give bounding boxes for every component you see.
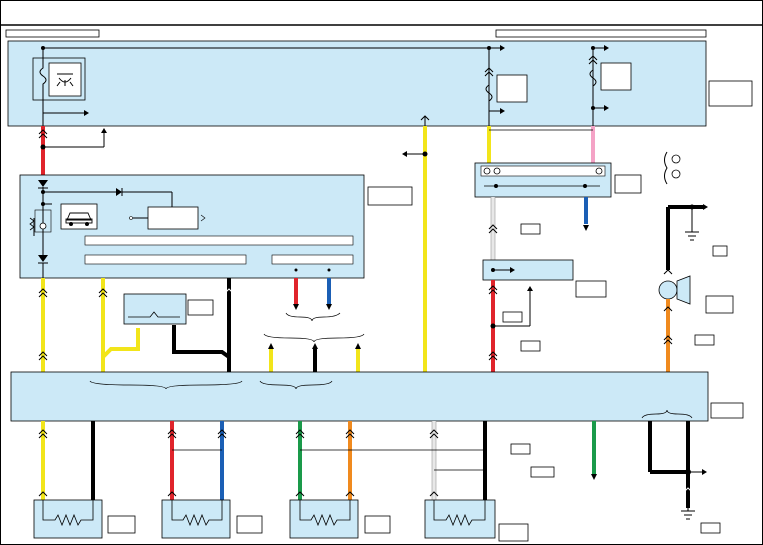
relay-label-box — [614, 174, 642, 194]
resistor-icon — [29, 217, 35, 231]
connector-icon — [664, 151, 681, 185]
resistor-icon — [433, 500, 486, 527]
left-caption-box — [5, 29, 100, 38]
ground-icon — [685, 231, 699, 241]
motor-icon — [658, 275, 691, 305]
sensor-4 — [424, 499, 529, 542]
fuse-2-box — [496, 74, 528, 103]
mid-sensor-panel — [123, 293, 187, 325]
lamp-icon-box — [48, 62, 82, 97]
resistor-icon — [299, 500, 351, 527]
right-caption-box — [495, 29, 707, 38]
sensor-2 — [161, 499, 263, 539]
lamp-icon — [56, 73, 74, 87]
motor-label-box — [705, 295, 734, 314]
car-icon-box — [60, 203, 98, 230]
resistor-icon — [171, 500, 223, 527]
switch-label-box — [575, 280, 607, 298]
sensor-3 — [289, 499, 391, 539]
sensor-1 — [33, 499, 136, 539]
fuse-3-box — [600, 62, 632, 91]
ecu-label-box — [710, 402, 744, 419]
ecu-panel — [10, 371, 709, 422]
fuse-box-panel — [7, 40, 707, 127]
switch-panel — [482, 259, 574, 281]
car-icon — [65, 212, 93, 226]
resistor-icon — [42, 500, 94, 527]
control-module-label-box — [367, 186, 413, 206]
fuse-box-label-box — [708, 80, 753, 107]
